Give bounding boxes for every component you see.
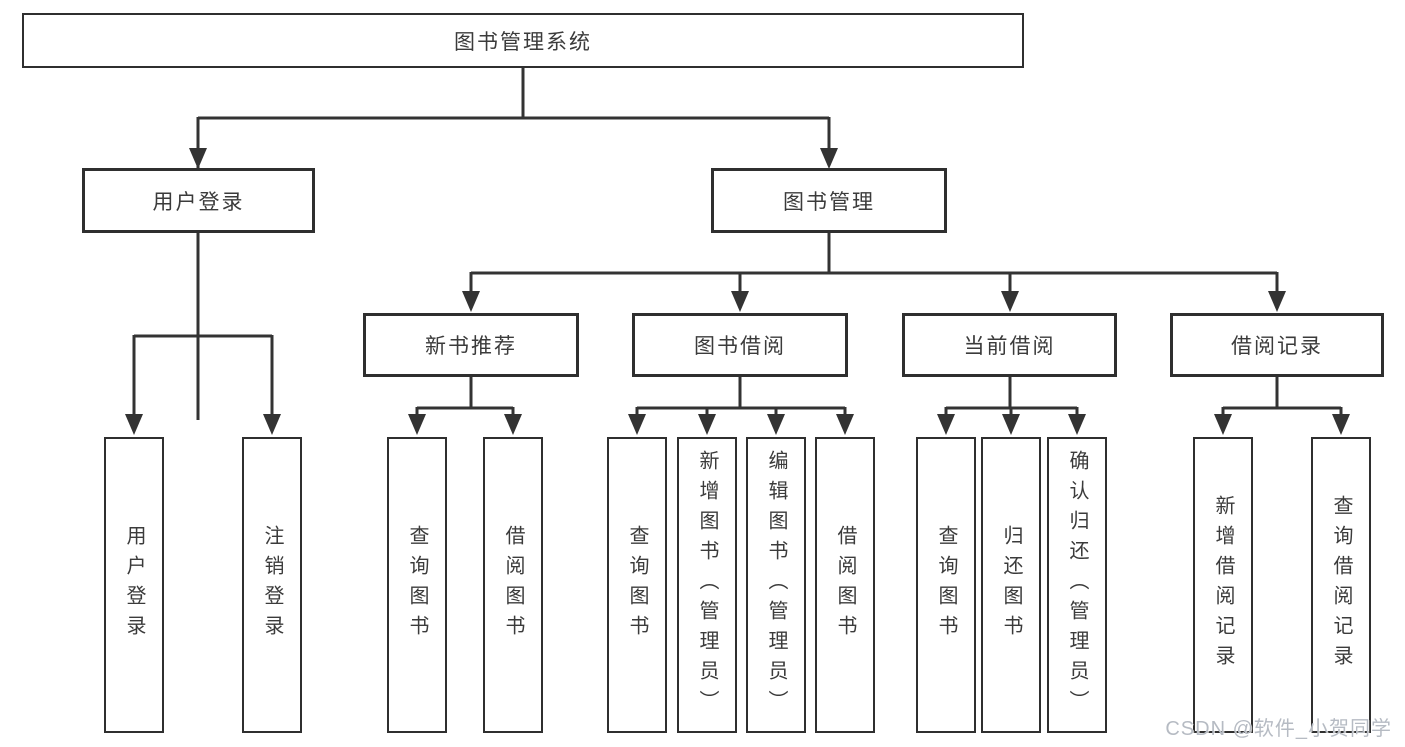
leaf-query-books-2: 查询图书 [607,437,667,733]
leaf-label: 归还图书 [1000,525,1022,645]
leaf-logout: 注销登录 [242,437,302,733]
leaf-borrow-books-2: 借阅图书 [815,437,875,733]
leaf-query-books-1: 查询图书 [387,437,447,733]
leaf-label: 借阅图书 [834,525,856,645]
branch-user-login-box: 用户登录 [82,168,315,233]
leaf-label: 编辑图书（管理员） [765,450,787,720]
group-new-book-recommend-box: 新书推荐 [363,313,579,377]
leaf-label: 用户登录 [123,525,145,645]
root-box: 图书管理系统 [22,13,1024,68]
group-current-borrow-label: 当前借阅 [963,335,1056,358]
group-borrow-record-box: 借阅记录 [1170,313,1384,377]
leaf-add-borrow-record: 新增借阅记录 [1193,437,1253,733]
branch-user-login-label: 用户登录 [152,190,245,214]
leaf-query-borrow-record: 查询借阅记录 [1311,437,1371,733]
branch-book-management-box: 图书管理 [711,168,947,233]
connector-path [132,68,1343,420]
leaf-label: 新增图书（管理员） [696,450,718,720]
group-current-borrow-box: 当前借阅 [902,313,1117,377]
group-borrow-record-label: 借阅记录 [1231,335,1323,358]
root-label: 图书管理系统 [454,30,592,54]
arrowheads [125,148,1350,435]
leaf-label: 借阅图书 [502,525,524,645]
leaf-label: 查询图书 [935,525,957,645]
group-new-book-recommend-label: 新书推荐 [425,335,517,358]
leaf-borrow-books-1: 借阅图书 [483,437,543,733]
csdn-watermark: CSDN @软件_小贺同学 [1165,718,1392,740]
leaf-user-login: 用户登录 [104,437,164,733]
leaf-label: 新增借阅记录 [1212,495,1234,675]
leaf-confirm-return-admin: 确认归还（管理员） [1047,437,1107,733]
group-book-borrow-box: 图书借阅 [632,313,848,377]
leaf-label: 查询借阅记录 [1330,495,1352,675]
leaf-label: 确认归还（管理员） [1066,450,1088,720]
leaf-edit-books-admin: 编辑图书（管理员） [746,437,806,733]
branch-book-management-label: 图书管理 [783,190,875,214]
leaf-label: 查询图书 [626,525,648,645]
leaf-add-books-admin: 新增图书（管理员） [677,437,737,733]
leaf-query-books-3: 查询图书 [916,437,976,733]
group-book-borrow-label: 图书借阅 [694,335,786,358]
leaf-return-books: 归还图书 [981,437,1041,733]
leaf-label: 注销登录 [261,525,283,645]
leaf-label: 查询图书 [406,525,428,645]
